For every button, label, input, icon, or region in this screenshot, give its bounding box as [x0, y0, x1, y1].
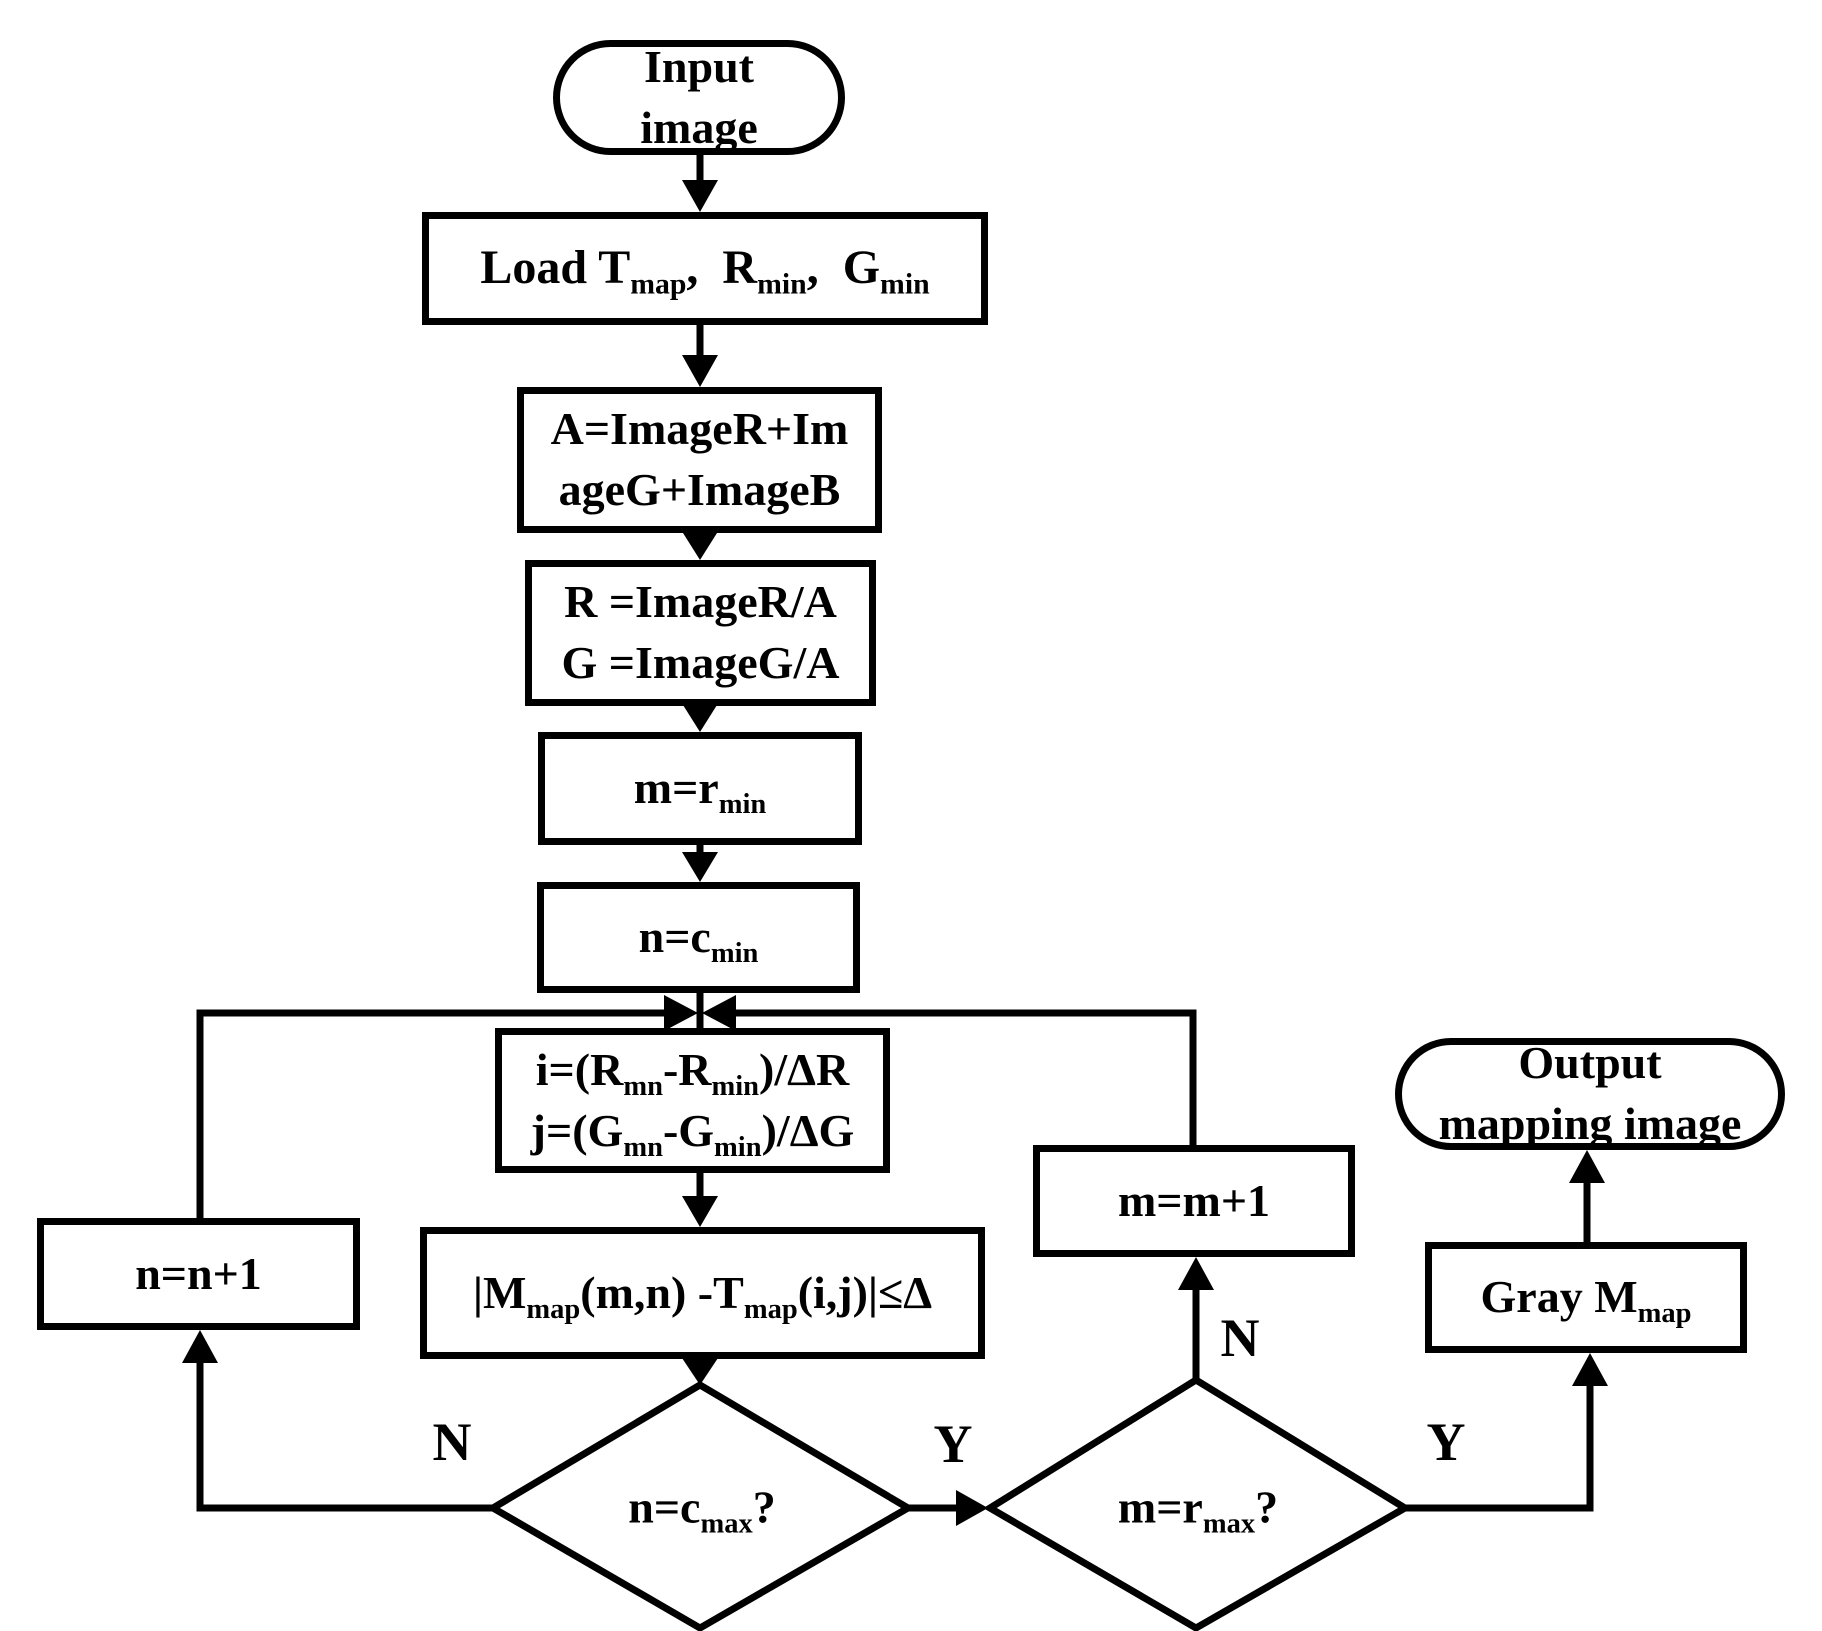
label-decision-m-yes: Y [1426, 1412, 1466, 1472]
terminator-output-line1: Output [1518, 1037, 1662, 1089]
decision-n-max-shape [486, 1380, 915, 1631]
process-sum-channels-line1: A=ImageR+Im [550, 403, 849, 455]
arrowhead-n-loop-into-incn [182, 1330, 218, 1363]
decision-m-max-shape [983, 1375, 1412, 1631]
terminator-input-label-line1: Input [644, 40, 754, 92]
process-sum-channels: A=ImageR+Im ageG+ImageB [517, 387, 882, 533]
label-decision-n-no: N [432, 1412, 472, 1472]
process-compute-indices-line2: j=(Gmn-Gmin)/ΔG [530, 1104, 855, 1163]
terminator-output: Output mapping image [1395, 1037, 1785, 1150]
process-load-parameters-label: Load Tmap, Rmin, Gmin [480, 241, 930, 301]
process-set-n-label: n=cmin [638, 911, 759, 970]
arrowhead-junction-from-left [664, 995, 698, 1031]
n-loop-feedback-line [196, 1362, 493, 1512]
process-set-m: m=rmin [538, 732, 862, 845]
process-load-parameters: Load Tmap, Rmin, Gmin [422, 212, 988, 325]
process-gray-mmap: Gray Mmap [1425, 1242, 1747, 1353]
process-increment-n: n=n+1 [37, 1218, 360, 1330]
arrowhead-sum-to-normalize [683, 533, 717, 560]
process-compute-indices-line1: i=(Rmn-Rmin)/ΔR [535, 1043, 850, 1102]
y-branch-to-gray-line [1405, 1384, 1594, 1512]
process-set-m-label: m=rmin [633, 762, 767, 821]
label-decision-m-no: N [1220, 1308, 1260, 1368]
terminator-input: Input image [553, 40, 845, 155]
arrowhead-load-to-sum [682, 355, 718, 387]
arrowhead-setm-to-setn [682, 852, 718, 882]
process-gray-mmap-label: Gray Mmap [1480, 1271, 1692, 1330]
label-decision-n-yes: Y [933, 1414, 973, 1474]
process-normalize-rg: R =ImageR/A G =ImageG/A [525, 560, 876, 706]
arrowhead-junction-from-right [702, 995, 736, 1031]
decision-m-max-label: m=rmax? [1117, 1481, 1279, 1540]
process-normalize-rg-line1: R =ImageR/A [564, 576, 837, 628]
arrowhead-y-into-gray [1572, 1353, 1608, 1386]
process-compare-maps-label: |Mmap(m,n) -Tmap(i,j)|≤Δ [472, 1266, 933, 1325]
decision-n-max-label: n=cmax? [628, 1481, 776, 1540]
arrowhead-compare-to-decision [682, 1358, 718, 1385]
process-increment-m: m=m+1 [1033, 1145, 1355, 1257]
process-set-n: n=cmin [537, 882, 860, 993]
arrowhead-y-into-decision-m [956, 1490, 988, 1526]
process-compare-maps: |Mmap(m,n) -Tmap(i,j)|≤Δ [420, 1227, 985, 1359]
arrowhead-normalize-to-setm [683, 705, 717, 732]
arrowhead-input-to-load [682, 180, 718, 212]
arrowhead-indices-to-compare [682, 1196, 718, 1227]
process-increment-n-label: n=n+1 [135, 1247, 262, 1299]
terminator-output-line2: mapping image [1438, 1098, 1742, 1149]
arrowhead-gray-into-output [1569, 1150, 1605, 1183]
process-normalize-rg-line2: G =ImageG/A [561, 637, 840, 688]
m-loop-return-line [734, 1009, 1197, 1145]
terminator-input-label-line2: image [640, 101, 758, 153]
process-increment-m-label: m=m+1 [1117, 1174, 1271, 1226]
n-loop-return-line [196, 1009, 666, 1218]
process-sum-channels-line2: ageG+ImageB [558, 464, 841, 515]
arrowhead-m-loop-into-incm [1178, 1257, 1214, 1290]
process-compute-indices: i=(Rmn-Rmin)/ΔR j=(Gmn-Gmin)/ΔG [495, 1028, 890, 1173]
